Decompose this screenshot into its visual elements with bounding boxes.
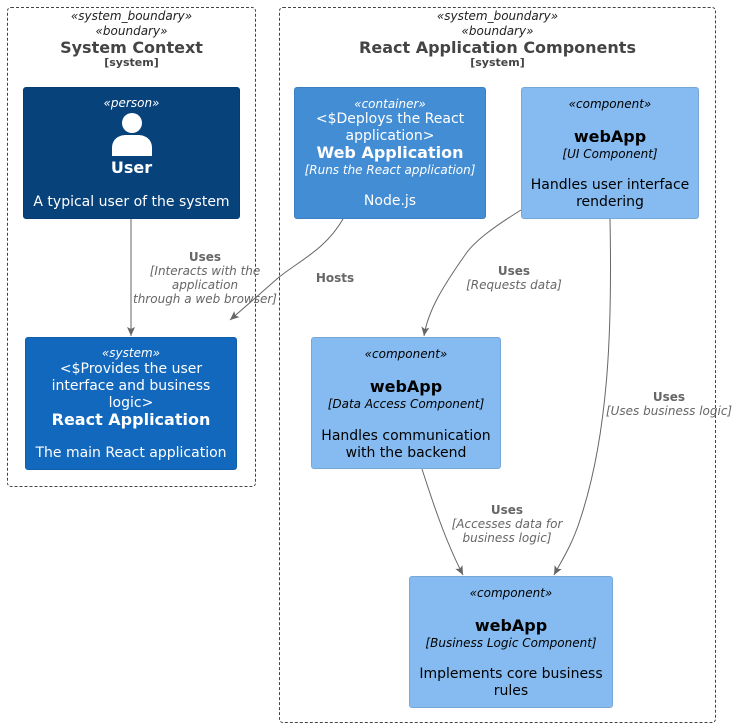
web-application-container[interactable]: «container» <$Deploys the React applicat… [294,87,486,219]
relation-technology: [Interacts with the [149,264,261,278]
relation-label: Hosts [315,271,355,285]
ui-component[interactable]: «component» webApp [UI Component] Handle… [521,87,699,219]
edge-ui-to-data-access [421,209,522,337]
boundary-type: [system] [104,56,159,69]
edge-data-to-business-logic [421,468,464,576]
node-stereotype: «system» [101,346,161,360]
data-access-component[interactable]: «component» webApp [Data Access Componen… [311,337,501,469]
boundary-stereotype: «boundary» [461,24,534,38]
relation-technology: business logic] [462,531,552,545]
node-description: Node.js [363,193,417,209]
node-stereotype: «component» [469,586,553,600]
node-description: Handles communication [321,428,491,444]
relation-technology: through a web browser] [133,292,277,306]
relation-technology: [Requests data] [466,278,562,292]
relation-label-hosts: Hosts [305,271,365,285]
react-application-system[interactable]: «system» <$Provides the user interface a… [25,337,237,470]
node-description: Handles user interface [530,177,690,193]
node-technology: [UI Component] [562,147,658,161]
relation-label: Uses [652,390,686,404]
relation-label-ui-uses-data: Uses [Requests data] [460,264,568,292]
node-prefix-line: interface and business [51,378,211,394]
boundary-stereotype: «system_boundary» [436,9,559,23]
business-logic-component[interactable]: «component» webApp [Business Logic Compo… [409,576,613,708]
node-description: The main React application [35,445,227,461]
node-technology: [Business Logic Component] [425,636,597,650]
relation-label: Uses [188,250,222,264]
boundary-system-context: «system_boundary» «boundary» System Cont… [7,7,256,487]
boundary-react-components: «system_boundary» «boundary» React Appli… [279,7,716,723]
relation-label-user-uses: Uses [Interacts with the application thr… [130,250,280,306]
node-description: rules [493,683,529,699]
node-prefix-line: <$Provides the user [59,361,203,377]
relation-label-data-uses-logic: Uses [Accesses data for business logic] [446,503,568,545]
node-description: Implements core business [419,666,603,682]
boundary-type: [system] [470,56,525,69]
node-name: React Application [51,410,211,429]
node-prefix-line: application> [345,128,435,144]
edge-webapp-hosts-react-app [229,218,344,321]
person-icon [112,113,152,156]
relation-technology: [Accesses data for [451,517,563,531]
relation-technology: application [171,278,239,292]
boundary-stereotype: «boundary» [95,24,168,38]
node-stereotype: «component» [364,347,448,361]
node-description: A typical user of the system [33,194,230,210]
node-name: webApp [474,616,548,635]
node-name: Web Application [316,143,464,162]
relation-label-ui-uses-logic: Uses [Uses business logic] [602,390,736,418]
node-technology: [Data Access Component] [327,397,485,411]
node-name: webApp [573,127,647,146]
node-stereotype: «person» [103,96,160,110]
relation-label: Uses [497,264,531,278]
node-technology: [Runs the React application] [304,163,476,177]
node-prefix-line: <$Deploys the React [315,111,465,127]
boundary-stereotype: «system_boundary» [70,9,193,23]
node-name: User [110,158,153,177]
node-name: webApp [369,377,443,396]
node-description: rendering [576,194,644,210]
boundary-title: React Application Components [359,38,636,57]
user-person[interactable]: «person» User A typical user of the syst… [23,87,240,219]
relation-label: Uses [490,503,524,517]
relation-technology: [Uses business logic] [605,404,733,418]
node-prefix-line: logic> [108,395,154,411]
node-stereotype: «component» [568,97,652,111]
node-stereotype: «container» [354,97,426,111]
boundary-title: System Context [60,38,203,57]
edge-ui-to-business-logic [553,218,612,576]
node-description: with the backend [345,445,467,461]
